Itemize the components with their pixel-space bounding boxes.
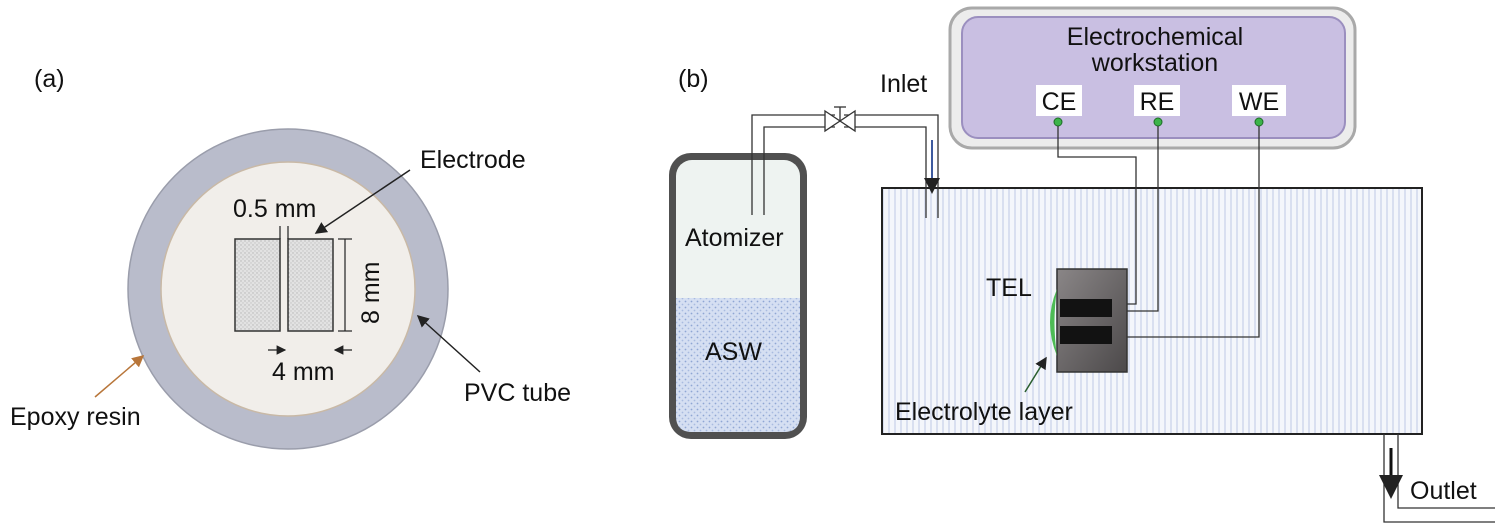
width-label: 4 mm: [272, 358, 335, 386]
workstation-title-line2: workstation: [1091, 49, 1218, 77]
epoxy-resin-pointer: [94, 355, 145, 398]
panel-b-label: (b): [678, 65, 709, 93]
electrode-left: [234, 238, 281, 332]
inlet-label: Inlet: [880, 70, 927, 98]
electrolyte-layer-pointer: [1024, 356, 1047, 393]
height-label: 8 mm: [357, 262, 385, 325]
outlet-pipe: [1383, 434, 1495, 523]
electrolyte-layer: [1050, 289, 1057, 356]
outlet-label: Outlet: [1410, 477, 1477, 505]
tel-electrode-upper: [1060, 299, 1112, 317]
ce-terminal-dot: [1053, 117, 1063, 127]
electrochemical-workstation: Electrochemical workstation CE RE WE: [948, 6, 1357, 150]
asw-label: ASW: [705, 338, 762, 366]
re-terminal-box: [1134, 85, 1180, 116]
atomizer-bottle: Atomizer ASW: [669, 153, 807, 439]
re-terminal-label: RE: [1140, 88, 1175, 116]
panel-b: (b) Electrochemical workstation CE RE WE…: [669, 6, 1495, 523]
ce-terminal-box: [1036, 85, 1082, 116]
electrode-pointer: [314, 169, 411, 234]
tel-sample: [1050, 268, 1128, 373]
gap-label: 0.5 mm: [233, 195, 316, 223]
valve-icon: [824, 106, 856, 133]
inlet-pipe: [751, 114, 939, 218]
we-terminal-label: WE: [1239, 88, 1279, 116]
pvc-tube-label: PVC tube: [464, 379, 571, 407]
atomizer-label: Atomizer: [685, 224, 784, 252]
pvc-tube-pointer: [416, 314, 481, 373]
tel-electrode-lower: [1060, 326, 1112, 344]
ce-terminal-label: CE: [1042, 88, 1077, 116]
electrode-label: Electrode: [420, 146, 526, 174]
we-terminal-box: [1232, 85, 1286, 116]
tel-label: TEL: [986, 274, 1032, 302]
workstation-title-line1: Electrochemical: [1067, 23, 1243, 51]
we-terminal-dot: [1254, 117, 1264, 127]
panel-a-label: (a): [34, 65, 65, 93]
electrolyte-layer-label: Electrolyte layer: [895, 398, 1073, 426]
epoxy-resin-label: Epoxy resin: [10, 403, 141, 431]
electrode-right: [287, 238, 334, 332]
panel-a: (a) 0.5 mm Electrode 8 mm 4 mm PVC tube …: [10, 65, 571, 450]
re-terminal-dot: [1153, 117, 1163, 127]
